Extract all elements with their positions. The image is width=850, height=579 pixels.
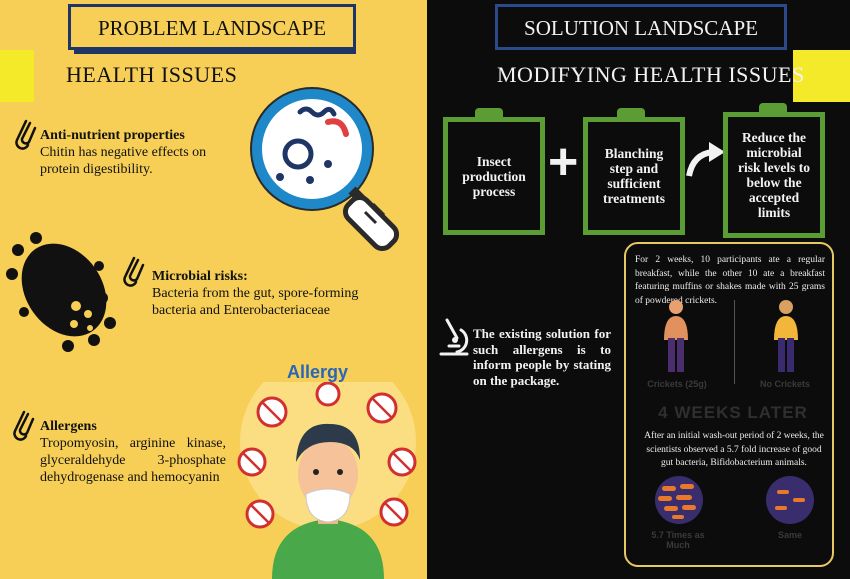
allergy-label: Allergy bbox=[287, 362, 349, 382]
item-title: Microbial risks: bbox=[152, 269, 248, 284]
accent-block bbox=[0, 50, 34, 102]
step-label: Reduce the microbial risk levels to belo… bbox=[738, 130, 810, 220]
paperclip-icon bbox=[123, 256, 145, 287]
problem-landscape-panel: PROBLEM LANDSCAPE HEALTH ISSUES Anti-nut… bbox=[0, 0, 427, 579]
problem-title: PROBLEM LANDSCAPE bbox=[97, 16, 327, 40]
result-no-crickets: Same bbox=[777, 530, 803, 540]
magnifier-bacteria-icon bbox=[250, 87, 400, 252]
study-result: After an initial wash-out period of 2 we… bbox=[644, 431, 824, 468]
problem-title-box: PROBLEM LANDSCAPE bbox=[68, 4, 356, 50]
health-issues-heading: HEALTH ISSUES bbox=[66, 62, 238, 87]
item-microbial: Microbial risks: Bacteria from the gut, … bbox=[152, 268, 367, 319]
item-text: Chitin has negative effects on protein d… bbox=[40, 145, 207, 177]
curved-arrow-icon bbox=[686, 142, 725, 177]
bacterium-icon bbox=[6, 232, 116, 352]
plus-icon: + bbox=[548, 133, 579, 191]
item-text: Bacteria from the gut, spore-forming bac… bbox=[152, 286, 359, 318]
item-title: Anti-nutrient properties bbox=[40, 128, 185, 143]
item-text: Tropomyosin, arginine kinase, glyceralde… bbox=[40, 436, 226, 485]
person-icon bbox=[664, 300, 688, 372]
gut-bacteria-dish-many bbox=[655, 476, 703, 524]
item-allergens: Allergens Tropomyosin, arginine kinase, … bbox=[40, 418, 226, 486]
allergen-solution-note: The existing solution for such allergens… bbox=[473, 326, 611, 388]
accent-block bbox=[793, 50, 850, 102]
step-clipboard-3: Reduce the microbial risk levels to belo… bbox=[723, 112, 825, 238]
solution-title-box: SOLUTION LANDSCAPE bbox=[495, 4, 787, 50]
allergy-person-illustration bbox=[237, 382, 417, 579]
solution-landscape-panel: SOLUTION LANDSCAPE MODIFYING HEALTH ISSU… bbox=[427, 0, 850, 579]
label-no-crickets: No Crickets bbox=[759, 379, 811, 389]
label-crickets: Crickets (25g) bbox=[647, 379, 707, 389]
result-crickets: 5.7 Times as Much bbox=[651, 530, 705, 550]
paperclip-icon bbox=[13, 410, 35, 441]
step-clipboard-1: Insect production process bbox=[443, 117, 545, 235]
item-anti-nutrient: Anti-nutrient properties Chitin has nega… bbox=[40, 127, 230, 178]
step-clipboard-2: Blanching step and sufficient treatments bbox=[583, 117, 685, 235]
item-title: Allergens bbox=[40, 419, 97, 434]
solution-title: SOLUTION LANDSCAPE bbox=[524, 16, 758, 40]
study-panel bbox=[624, 242, 834, 567]
person-icon bbox=[774, 300, 798, 372]
divider bbox=[734, 300, 735, 384]
four-weeks-later: 4 WEEKS LATER bbox=[658, 403, 808, 422]
paperclip-icon bbox=[15, 119, 37, 150]
gut-bacteria-dish-same bbox=[766, 476, 814, 524]
step-label: Insect production process bbox=[462, 153, 526, 199]
step-label: Blanching step and sufficient treatments bbox=[603, 146, 665, 206]
title-shadow bbox=[74, 48, 356, 54]
microscope-icon bbox=[439, 318, 469, 356]
modifying-health-issues-heading: MODIFYING HEALTH ISSUES bbox=[497, 62, 805, 87]
